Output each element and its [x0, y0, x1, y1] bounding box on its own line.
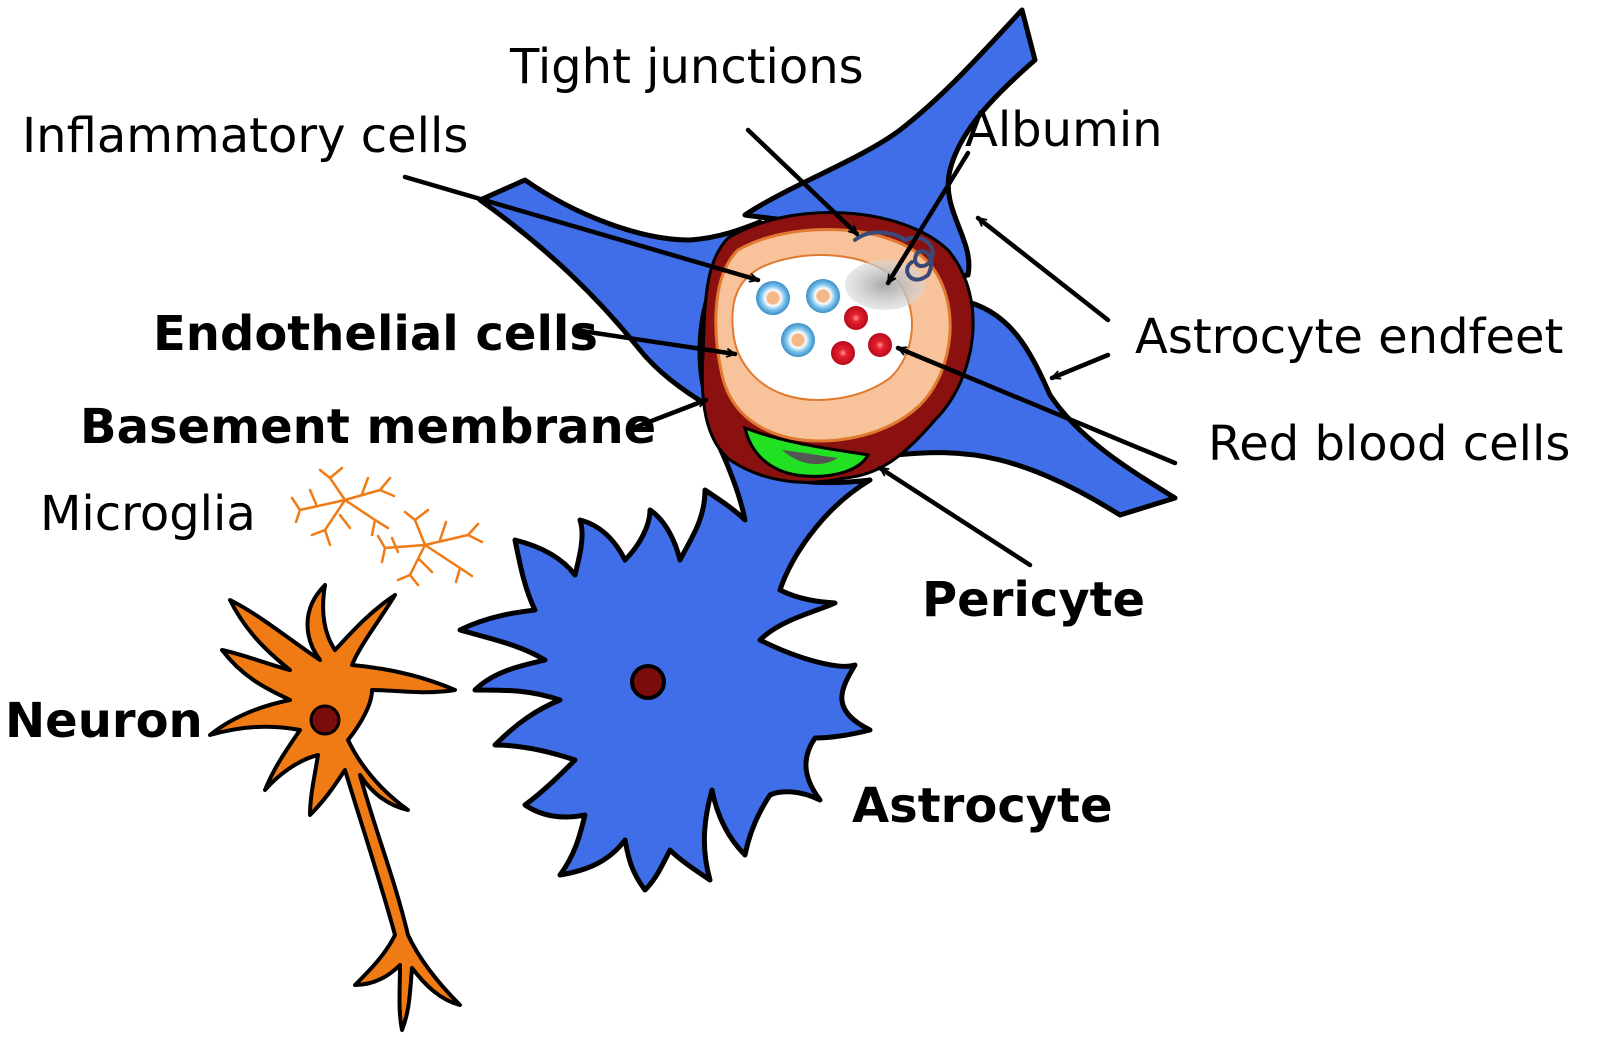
arrow-astrocyte-endfeet-lower	[1049, 352, 1111, 381]
microglia-shape	[290, 466, 484, 587]
astrocyte-shape	[457, 445, 873, 893]
albumin-shape	[845, 260, 925, 310]
arrow-endothelial-cells	[572, 327, 738, 354]
label-microglia: Microglia	[40, 486, 256, 542]
astrocyte-nucleus	[630, 664, 666, 700]
neuron-shape	[208, 583, 462, 1032]
label-albumin: Albumin	[965, 102, 1163, 158]
label-pericyte: Pericyte	[922, 572, 1146, 628]
red-blood-cell	[829, 339, 857, 367]
pericyte-shape	[742, 425, 871, 478]
pericyte-nucleus	[782, 450, 838, 465]
neuron-nucleus	[309, 704, 341, 736]
leader-arrows	[402, 127, 1178, 568]
arrow-albumin	[885, 150, 971, 286]
red-blood-cell	[842, 304, 870, 332]
red-blood-cell	[866, 331, 894, 359]
arrow-astrocyte-endfeet-upper	[975, 215, 1111, 323]
label-tight-junctions: Tight junctions	[510, 39, 864, 95]
label-red-blood-cells: Red blood cells	[1208, 416, 1571, 472]
inflammatory-cell	[781, 323, 815, 357]
arrow-basement-membrane	[625, 397, 709, 433]
label-endothelial-cells: Endothelial cells	[153, 306, 598, 362]
arrow-inflammatory-cells	[402, 174, 761, 280]
arrow-red-blood-cells	[895, 345, 1178, 466]
label-inflammatory-cells: Inflammatory cells	[22, 108, 469, 164]
label-astrocyte: Astrocyte	[852, 778, 1113, 834]
label-neuron: Neuron	[5, 693, 203, 749]
arrow-pericyte	[877, 465, 1033, 568]
label-basement-membrane: Basement membrane	[80, 399, 657, 455]
inflammatory-cell	[806, 279, 840, 313]
arrow-tight-junctions	[745, 127, 860, 237]
label-astrocyte-endfeet: Astrocyte endfeet	[1135, 309, 1564, 365]
inflammatory-cell	[756, 281, 790, 315]
tight-junction-shape	[853, 230, 935, 282]
